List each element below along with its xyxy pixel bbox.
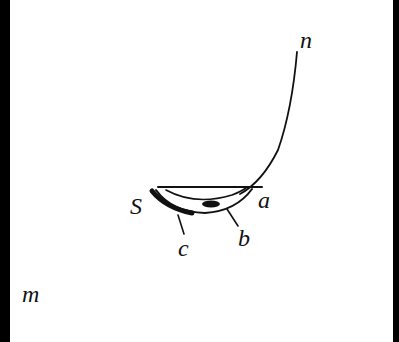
dark-spot [202, 201, 220, 208]
callout-letter: b [238, 226, 250, 250]
edge-bar [393, 0, 399, 342]
leader-line [178, 215, 184, 234]
curve-label: n [300, 28, 312, 52]
leader-line [227, 209, 238, 226]
thick-edge [152, 191, 192, 213]
inner-curve [166, 188, 246, 199]
point-label: S [130, 194, 142, 218]
callout-letter: c [178, 236, 189, 260]
point-label: a [258, 188, 270, 212]
edge-bar [0, 0, 10, 342]
corner-label: m [22, 282, 39, 306]
curve-n [240, 52, 297, 194]
bowl-curve [156, 189, 252, 213]
